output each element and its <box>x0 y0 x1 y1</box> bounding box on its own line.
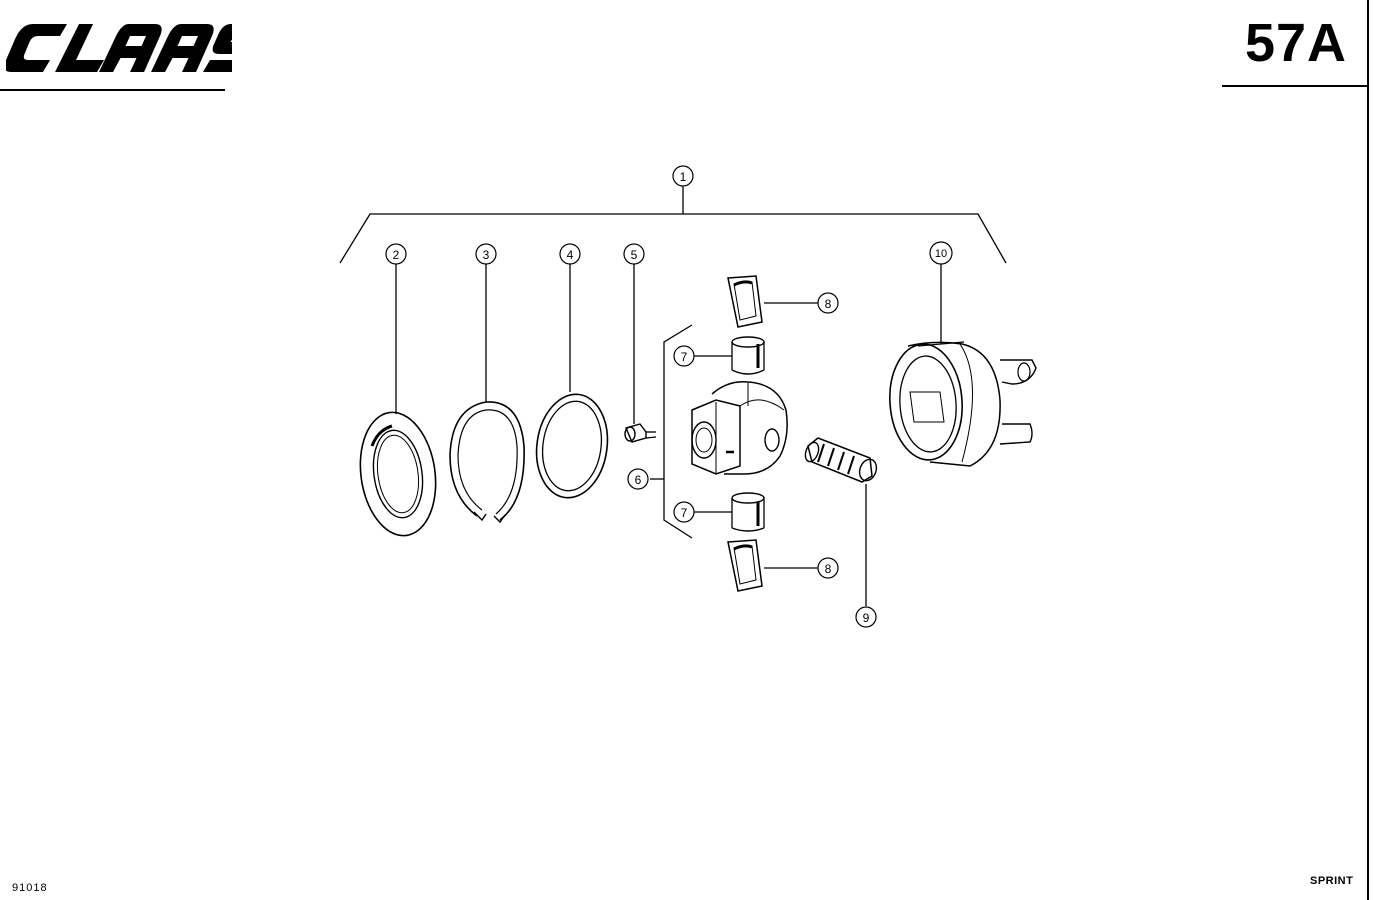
callout-label-2: 2 <box>393 248 400 262</box>
assembly-bracket <box>339 213 1007 264</box>
part-yoke <box>889 341 1037 467</box>
callout-label-5: 5 <box>631 248 638 262</box>
callout-circle-6 <box>627 468 649 490</box>
callout-circle-10 <box>929 241 953 265</box>
callout-circle-4 <box>559 243 581 265</box>
header-rule-left <box>0 89 225 91</box>
callout-circle-3 <box>475 243 497 265</box>
part-bushing-top <box>731 336 765 375</box>
callout-circle-2 <box>385 243 407 265</box>
callout-label-4: 4 <box>567 248 574 262</box>
callout-label-6: 6 <box>635 473 642 487</box>
callout-circle-8b <box>817 557 839 579</box>
header-rule-right <box>1222 85 1367 87</box>
part-spring-pin <box>804 437 878 483</box>
callout-circle-9 <box>855 606 877 628</box>
callout-label-10: 10 <box>935 248 947 260</box>
part-circlip <box>449 401 525 524</box>
callout-label-9: 9 <box>863 611 870 625</box>
callout-label-7a: 7 <box>681 350 688 364</box>
callout-label-8b: 8 <box>825 562 832 576</box>
callout-circle-7b <box>673 501 695 523</box>
callout-label-7b: 7 <box>681 506 688 520</box>
page-number: 57A <box>1244 13 1347 73</box>
callout-circle-7a <box>673 345 695 367</box>
callout-label-1: 1 <box>680 170 687 184</box>
callout-circle-1 <box>672 165 694 187</box>
part-bearing-cap-top <box>727 275 763 328</box>
part-seal <box>359 411 437 537</box>
part-grease-nipple <box>624 423 657 443</box>
model-name: SPRINT <box>1310 875 1354 887</box>
callout-circle-8a <box>817 292 839 314</box>
part-bushing-bottom <box>731 492 765 532</box>
part-cross-hub <box>691 381 788 475</box>
drawing-number: 91018 <box>12 882 48 894</box>
callout-circle-5 <box>623 243 645 265</box>
group-bracket-6 <box>663 324 693 539</box>
claas-logo-icon <box>6 24 232 72</box>
callout-label-8a: 8 <box>825 297 832 311</box>
part-bearing-cap-bottom <box>727 539 763 592</box>
callout-label-3: 3 <box>483 248 490 262</box>
page-border-right <box>1367 0 1369 900</box>
part-washer <box>535 393 609 499</box>
